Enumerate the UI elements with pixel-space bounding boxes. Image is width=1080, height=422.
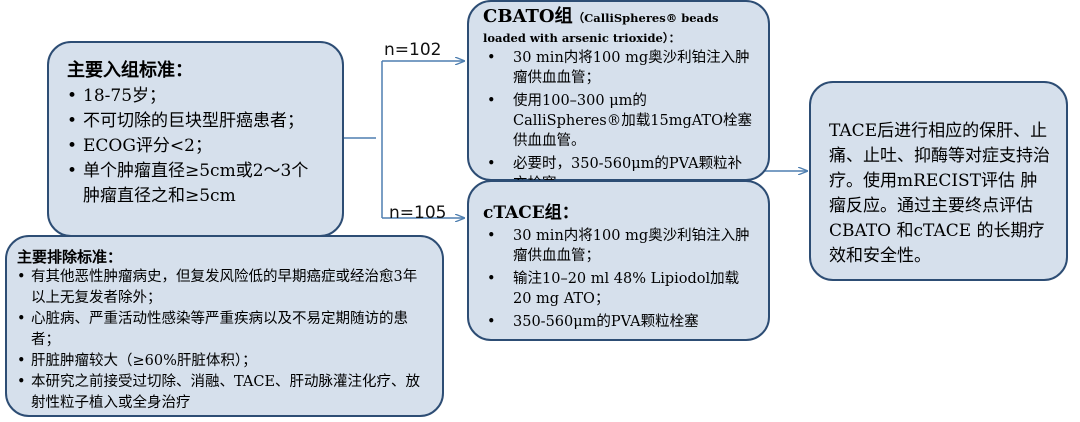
ctace-item: 350-560μm的PVA颗粒栓塞 (483, 312, 754, 332)
cbato-arm-box: CBATO组（CalliSpheres® beads loaded with a… (467, 0, 770, 192)
inclusion-criteria-box: 主要入组标准： 18-75岁； 不可切除的巨块型肝癌患者； ECOG评分<2； … (47, 41, 344, 237)
exclusion-criteria-box: 主要排除标准： 有其他恶性肿瘤病史，但复发风险低的早期癌症或经治愈3年以上无复发… (5, 235, 444, 417)
exclusion-item: 肝脏肿瘤较大（≥60%肝脏体积）； (17, 351, 428, 372)
inclusion-title: 主要入组标准： (67, 60, 193, 81)
inclusion-item: 18-75岁； (67, 84, 324, 109)
exclusion-title: 主要排除标准： (17, 248, 123, 266)
ctace-title: cTACE组： (483, 203, 579, 223)
exclusion-item: 有其他恶性肿瘤病史，但复发风险低的早期癌症或经治愈3年以上无复发者除外； (17, 267, 428, 309)
cbato-item: 30 min内将100 mg奥沙利铂注入肿瘤供血血管； (483, 48, 754, 88)
outcome-text: TACE后进行相应的保肝、止痛、止吐、抑酶等对症支持治疗。使用mRECIST评估… (829, 121, 1050, 266)
cbato-list: 30 min内将100 mg奥沙利铂注入肿瘤供血血管； 使用100–300 μm… (483, 48, 754, 194)
inclusion-item: 不可切除的巨块型肝癌患者； (67, 109, 324, 134)
ctace-arm-box: cTACE组： 30 min内将100 mg奥沙利铂注入肿瘤供血血管； 输注10… (467, 180, 770, 341)
outcome-box: TACE后进行相应的保肝、止痛、止吐、抑酶等对症支持治疗。使用mRECIST评估… (809, 81, 1068, 281)
ctace-item: 输注10–20 ml 48% Lipiodol加载20 mg ATO； (483, 269, 754, 309)
inclusion-item: 单个肿瘤直径≥5cm或2～3个肿瘤直径之和≥5cm (67, 159, 324, 209)
cbato-title-sub: （CalliSpheres® beads (572, 11, 719, 25)
cbato-title: CBATO组 (483, 6, 573, 27)
cbato-item: 使用100–300 μm的CalliSpheres®加载15mgATO栓塞供血血… (483, 91, 754, 151)
cbato-title-line2: loaded with arsenic trioxide）： (483, 31, 681, 45)
exclusion-item: 心脏病、严重活动性感染等严重疾病以及不易定期随访的患者； (17, 309, 428, 351)
ctace-list: 30 min内将100 mg奥沙利铂注入肿瘤供血血管； 输注10–20 ml 4… (483, 226, 754, 332)
cbato-sample-size: n=102 (384, 40, 442, 60)
inclusion-list: 18-75岁； 不可切除的巨块型肝癌患者； ECOG评分<2； 单个肿瘤直径≥5… (67, 84, 324, 209)
ctace-sample-size: n=105 (389, 203, 447, 223)
cbato-title-line: CBATO组（CalliSpheres® beads (483, 6, 754, 29)
ctace-item: 30 min内将100 mg奥沙利铂注入肿瘤供血血管； (483, 226, 754, 266)
inclusion-item: ECOG评分<2； (67, 134, 324, 159)
exclusion-item: 本研究之前接受过切除、消融、TACE、肝动脉灌注化疗、放射性粒子植入或全身治疗 (17, 372, 428, 414)
exclusion-list: 有其他恶性肿瘤病史，但复发风险低的早期癌症或经治愈3年以上无复发者除外； 心脏病… (17, 267, 428, 414)
